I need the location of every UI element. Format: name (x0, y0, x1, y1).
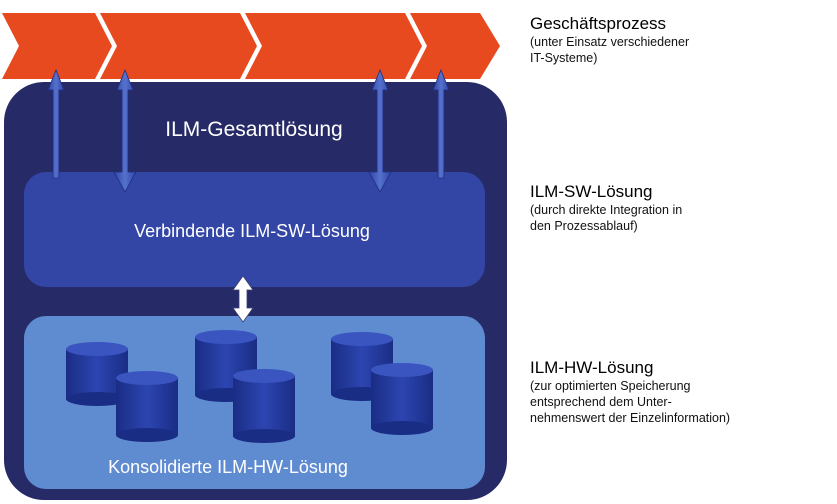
storage-cylinder-2 (116, 371, 178, 442)
process-arrow-4 (410, 13, 500, 79)
legend-hw-line-2: entsprechend dem Unter- (530, 395, 672, 409)
storage-cylinder-1 (66, 342, 128, 406)
process-arrow-2 (100, 13, 257, 79)
storage-cylinder-4 (233, 369, 295, 443)
legend-sw: ILM-SW-Lösung (durch direkte Integration… (530, 182, 682, 234)
sw-hw-double-arrow (232, 275, 254, 323)
connector-arrow-4 (432, 68, 450, 179)
legend-hw-title: ILM-HW-Lösung (530, 358, 654, 377)
legend-sw-title: ILM-SW-Lösung (530, 182, 653, 201)
storage-cylinders (66, 330, 433, 443)
sw-solution-box (24, 172, 485, 287)
connector-arrow-2 (113, 68, 137, 193)
process-arrow-1 (2, 13, 112, 79)
legend-hw: ILM-HW-Lösung (zur optimierten Speicheru… (530, 358, 730, 426)
sw-solution-label: Verbindende ILM-SW-Lösung (134, 221, 370, 241)
legend-process-title: Geschäftsprozess (530, 14, 667, 33)
process-arrow-3 (245, 13, 422, 79)
hw-solution-label: Konsolidierte ILM-HW-Lösung (108, 457, 348, 477)
ilm-architecture-diagram: ILM-Gesamtlösung Verbindende ILM-SW-Lösu… (2, 13, 507, 500)
connector-arrow-1 (47, 68, 65, 179)
legend-sw-line-1: (durch direkte Integration in (530, 203, 683, 217)
process-connectors (47, 68, 450, 193)
legend-process-line-2: IT-Systeme) (530, 51, 598, 65)
connector-arrow-3 (368, 68, 392, 193)
legend-process-line-1: (unter Einsatz verschiedener (530, 35, 690, 49)
legend-sw-line-2: den Prozessablauf) (530, 219, 638, 233)
storage-cylinder-6 (371, 363, 433, 435)
legend-process: Geschäftsprozess (unter Einsatz verschie… (530, 14, 689, 66)
business-process-arrows (2, 13, 500, 79)
ilm-total-solution-label: ILM-Gesamtlösung (165, 118, 342, 141)
legend-hw-line-1: (zur optimierten Speicherung (530, 379, 691, 393)
legend-hw-line-3: nehmenswert der Einzelinformation) (530, 411, 731, 425)
